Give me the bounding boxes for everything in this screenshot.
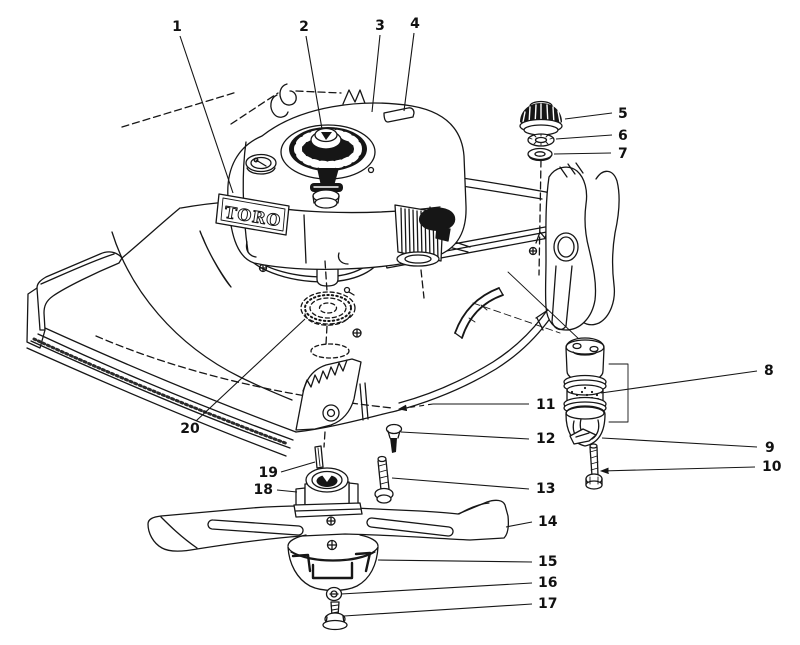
handle-hook-icon: [279, 83, 297, 106]
callout-4-leader: [403, 32, 415, 112]
discharge-vane: [454, 287, 500, 334]
callout-6-leader: [555, 134, 613, 140]
callout-12-leader: [400, 431, 530, 440]
callout-3-label: 3: [375, 18, 385, 34]
callout-14-label: 14: [538, 514, 558, 530]
callout-16-label: 16: [538, 575, 557, 591]
flat-washer-part-7: [527, 147, 553, 162]
callout-11-leader: [397, 403, 434, 412]
knob-part-5: [519, 100, 563, 136]
recoil-starter: [280, 124, 376, 209]
callout-14-leader: [505, 521, 533, 528]
starter-arrow-icon: [321, 132, 332, 140]
callout-9-leader: [601, 437, 758, 448]
callout-11-label: 11: [536, 397, 555, 413]
clip-part-9: [569, 428, 597, 445]
callout-1-label: 1: [172, 19, 182, 35]
callout-2-label: 2: [299, 19, 309, 35]
key-part-19: [314, 445, 324, 469]
callout-20-leader: [195, 318, 306, 422]
handle-hook-icon: [270, 94, 289, 118]
bolt-part-12: [385, 423, 403, 453]
callout-18-leader: [276, 489, 298, 493]
callout-18-label: 18: [254, 482, 273, 498]
callout-19-leader: [280, 461, 316, 473]
filter-cover-cup: [565, 337, 605, 382]
callout-5-label: 5: [618, 106, 628, 122]
mower-deck: [26, 169, 583, 457]
callout-6-label: 6: [618, 128, 628, 144]
toro-decal: TORO: [215, 193, 290, 236]
lock-washer-part-6: [527, 133, 555, 147]
muffler: [418, 207, 456, 231]
callout-17-label: 17: [538, 596, 557, 612]
callout-1-leader: [179, 35, 234, 194]
air-filter-assembly: [472, 159, 629, 490]
callout-15-label: 15: [538, 554, 557, 570]
callout-12-label: 12: [536, 431, 555, 447]
callout-5-leader: [564, 112, 613, 120]
callout-20-label: 20: [180, 421, 200, 437]
bolt-part-10: [585, 443, 603, 490]
callout-10-leader: [599, 466, 756, 475]
callout-13-label: 13: [536, 481, 555, 497]
callout-10-label: 10: [762, 459, 782, 475]
callout-9-label: 9: [765, 440, 775, 456]
callout-17-leader: [343, 603, 533, 617]
blade-adapter-part-18: [293, 467, 363, 518]
bolt-part-17: [322, 601, 348, 631]
callout-3-leader: [371, 34, 381, 113]
callout-8-leader: [600, 370, 758, 394]
blade-assembly: [147, 431, 510, 631]
blade-pan-part-15: [287, 534, 379, 592]
callout-8-label: 8: [764, 363, 774, 379]
deck-lip-horn: [199, 230, 232, 288]
callout-19-label: 19: [259, 465, 278, 481]
deck-bolt: [528, 246, 538, 256]
callout-16-leader: [340, 582, 533, 595]
deck-bolt: [352, 328, 362, 338]
callout-13-leader: [391, 477, 530, 490]
bolt-part-13: [374, 455, 394, 504]
fasteners: [374, 100, 563, 504]
intake-port: [396, 251, 440, 267]
callout-2-leader: [305, 35, 323, 130]
callout-7-leader: [553, 152, 612, 155]
drive-pulley: [300, 260, 356, 345]
engine-assembly: TORO: [215, 102, 467, 287]
callout-7-label: 7: [618, 146, 628, 162]
group-bracket: [608, 363, 629, 423]
oil-fill-cap: [245, 153, 277, 175]
callout-15-leader: [377, 559, 533, 563]
engine-top-tab: [383, 107, 415, 123]
blade-part-14: [147, 499, 510, 552]
callout-4-label: 4: [410, 16, 420, 32]
handle-bracket: [535, 162, 620, 331]
washer-part-16: [325, 586, 343, 602]
